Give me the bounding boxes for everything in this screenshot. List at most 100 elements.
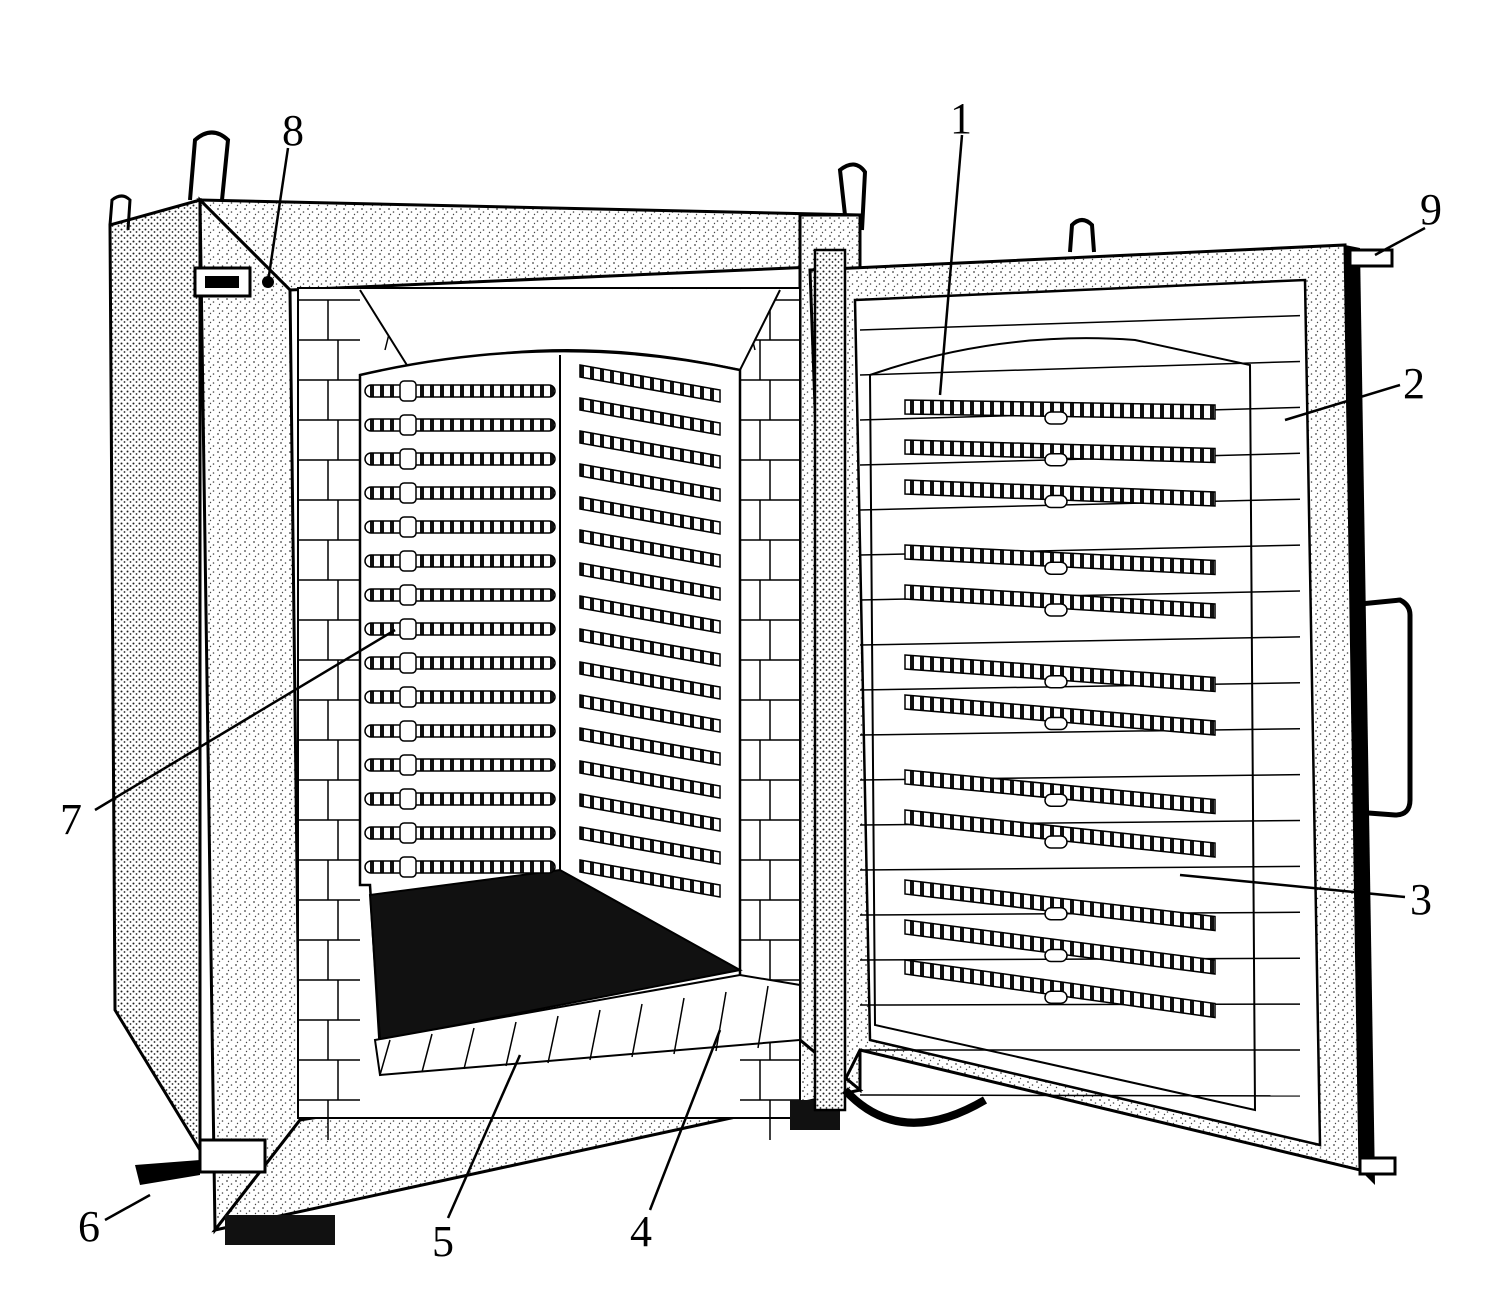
heater-coil <box>579 826 721 865</box>
door-brick-course <box>859 1094 1301 1097</box>
door-coil-hook <box>1044 603 1068 617</box>
hearth-brick-joint <box>463 1027 475 1070</box>
coil-hook <box>399 788 417 810</box>
callout-6: 6 <box>78 1202 100 1251</box>
door-heater-coil <box>904 919 1216 975</box>
callout-5: 5 <box>432 1217 454 1266</box>
hearth-floor <box>368 868 743 1042</box>
callout-3: 3 <box>1410 875 1432 924</box>
coil-hook <box>399 550 417 572</box>
door-coil-hook <box>1044 675 1068 689</box>
coil-hook <box>399 754 417 776</box>
door-brick-course <box>859 636 1301 646</box>
heater-coil <box>364 758 556 772</box>
heater-coil <box>579 562 721 601</box>
door-coil-hook <box>1044 907 1068 921</box>
door-brick-course <box>859 360 1301 376</box>
furnace-door <box>808 218 1413 1185</box>
door-coil-hook <box>1044 990 1068 1004</box>
heater-coil <box>579 430 721 469</box>
door-brick-course <box>859 682 1301 691</box>
door-heater-coil <box>904 769 1216 815</box>
leader-9 <box>1374 226 1426 257</box>
door-brick-course <box>859 498 1301 511</box>
right-wall-heaters <box>579 364 721 898</box>
foot-left <box>225 1215 335 1245</box>
heater-coil <box>364 588 556 602</box>
leader-7 <box>94 628 396 812</box>
door-handle <box>1349 597 1413 818</box>
callout-2: 2 <box>1403 359 1425 408</box>
door-coil-hook <box>1044 453 1068 467</box>
hearth-brick-joint <box>379 1039 391 1076</box>
side-wall-casing <box>108 198 202 1156</box>
left-wall-heaters <box>364 380 556 878</box>
side-handle <box>108 194 132 231</box>
hearth-bricks <box>379 985 769 1076</box>
heater-coil <box>364 486 556 500</box>
leader-1 <box>938 134 964 396</box>
callout-9: 9 <box>1420 185 1442 234</box>
coil-hook <box>399 856 417 878</box>
heater-coil <box>364 826 556 840</box>
door-heater-coil <box>904 544 1216 576</box>
door-pin-bottom <box>1358 1156 1397 1176</box>
heater-coil <box>579 595 721 634</box>
door-heaters <box>904 399 1216 1019</box>
door-heater-coil <box>904 809 1216 858</box>
heater-coil <box>579 661 721 700</box>
heater-coil <box>579 859 721 898</box>
hearth-brick-joint <box>673 997 685 1055</box>
coil-hook <box>399 686 417 708</box>
heater-coil <box>579 760 721 799</box>
hearth-brick-joint <box>589 1009 601 1061</box>
heater-coil <box>579 529 721 568</box>
coil-hook <box>399 516 417 538</box>
bottom-latch <box>198 1138 267 1174</box>
door-brick-course <box>859 314 1301 331</box>
front-frame <box>198 196 302 1235</box>
heater-coil <box>364 690 556 704</box>
door-heater-coil <box>904 879 1216 932</box>
top-handle-left <box>188 130 231 201</box>
heater-coil <box>364 622 556 636</box>
door-pin-top <box>1348 248 1394 268</box>
heater-coil <box>364 792 556 806</box>
heater-coil <box>579 397 721 436</box>
door-brick-course <box>859 865 1301 871</box>
heater-coil <box>579 694 721 733</box>
callout-8: 8 <box>282 106 304 155</box>
heater-coil <box>364 724 556 738</box>
door-coil-hook <box>1044 716 1068 731</box>
leader-3 <box>1179 873 1406 899</box>
heater-coil <box>364 384 556 398</box>
coil-hook <box>399 618 417 640</box>
callout-7: 7 <box>60 795 82 844</box>
coil-hook <box>399 584 417 606</box>
door-heater-coil <box>904 399 1216 420</box>
heater-coil <box>364 554 556 568</box>
door-coil-hook <box>1044 793 1068 807</box>
door-coil-hook <box>1044 948 1068 963</box>
door-heater-coil <box>904 654 1216 693</box>
door-coil-hook <box>1044 835 1068 849</box>
hearth-brick-row <box>373 973 801 1077</box>
door-brick-course <box>859 957 1301 961</box>
door-lift-ring <box>1068 218 1096 253</box>
heater-coil <box>364 656 556 670</box>
hearth-brick-joint <box>421 1033 433 1073</box>
top-handle-back <box>837 162 868 231</box>
hearth-brick-joint <box>757 985 769 1049</box>
heater-coil <box>579 793 721 832</box>
callout-1: 1 <box>950 94 972 143</box>
leader-4 <box>648 1029 722 1211</box>
coil-hook <box>399 652 417 674</box>
heater-coil <box>579 727 721 766</box>
coil-hook <box>399 380 417 402</box>
door-heater-coil <box>904 584 1216 619</box>
power-cable <box>842 1087 988 1127</box>
door-heater-coil <box>904 479 1216 507</box>
heater-coil <box>579 496 721 535</box>
furnace-body <box>108 130 868 1245</box>
